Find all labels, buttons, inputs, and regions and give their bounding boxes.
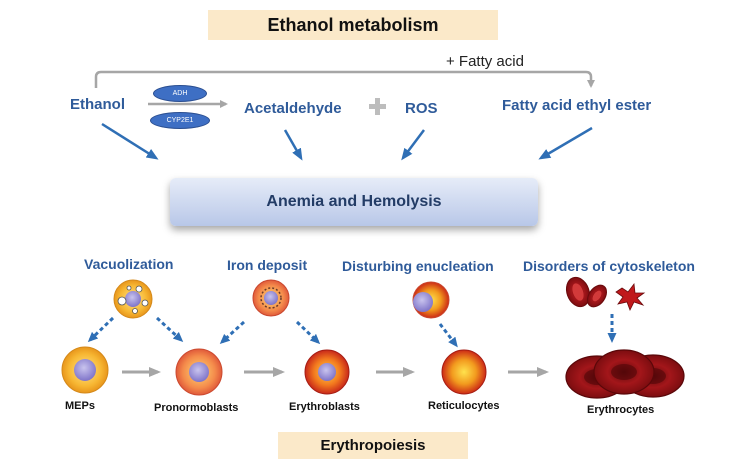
deformed-rbc-icon (565, 276, 646, 311)
vacuolization-label: Vacuolization (84, 256, 174, 272)
arrow-ros-down (401, 129, 425, 161)
pronormoblast-cell (175, 348, 223, 396)
vacuolized-cell-icon (113, 279, 153, 319)
dotted-arrow-vac-pro (155, 316, 184, 343)
fatty-acid-label: + Fatty acid (446, 53, 524, 70)
disturbing-enucleation-label: Disturbing enucleation (342, 258, 494, 274)
cyp2e1-enzyme: CYP2E1 (150, 112, 210, 129)
faee-label: Fatty acid ethyl ester (502, 97, 652, 114)
arrow-faee-down (538, 126, 593, 160)
footer-box: Erythropoiesis (278, 432, 468, 459)
ethanol-label: Ethanol (70, 96, 125, 113)
page-title: Ethanol metabolism (267, 15, 439, 35)
disorders-cytoskeleton-label: Disorders of cytoskeleton (523, 258, 695, 274)
footer-title: Erythropoiesis (320, 437, 426, 454)
dotted-arrow-iron-ery (295, 320, 321, 345)
cyp2e1-label: CYP2E1 (166, 117, 194, 124)
mep-cell (61, 346, 109, 394)
reticulocytes-label: Reticulocytes (428, 400, 500, 412)
anemia-hemolysis-box: Anemia and Hemolysis (170, 178, 538, 226)
reticulocyte-cell (441, 349, 487, 395)
enucleating-cell-icon (412, 281, 450, 319)
erythrocytes-label: Erythrocytes (587, 404, 655, 416)
ros-label: ROS (405, 100, 438, 117)
meps-label: MEPs (65, 400, 95, 412)
iron-deposit-label: Iron deposit (227, 257, 308, 273)
anemia-hemolysis-label: Anemia and Hemolysis (266, 193, 442, 210)
adh-enzyme: ADH (153, 85, 207, 102)
fatty-acid-bracket (94, 70, 595, 88)
arrow-ethanol-down (101, 122, 159, 160)
dotted-arrow-enuc-ret (438, 323, 458, 348)
title-box: Ethanol metabolism (208, 10, 498, 40)
erythroblast-cell (304, 349, 350, 395)
dotted-arrow-iron-pro (219, 320, 246, 345)
erythroblasts-label: Erythroblasts (289, 401, 360, 413)
pronormoblasts-label: Pronormoblasts (154, 402, 239, 414)
acetaldehyde-label: Acetaldehyde (244, 100, 342, 117)
arrow-acetaldehyde-down (283, 129, 303, 161)
erythrocytes-cluster (565, 349, 685, 399)
dotted-arrow-vac-meps (87, 316, 115, 343)
plus-icon (369, 98, 386, 115)
iron-deposit-cell-icon (252, 279, 290, 317)
adh-label: ADH (172, 90, 188, 97)
